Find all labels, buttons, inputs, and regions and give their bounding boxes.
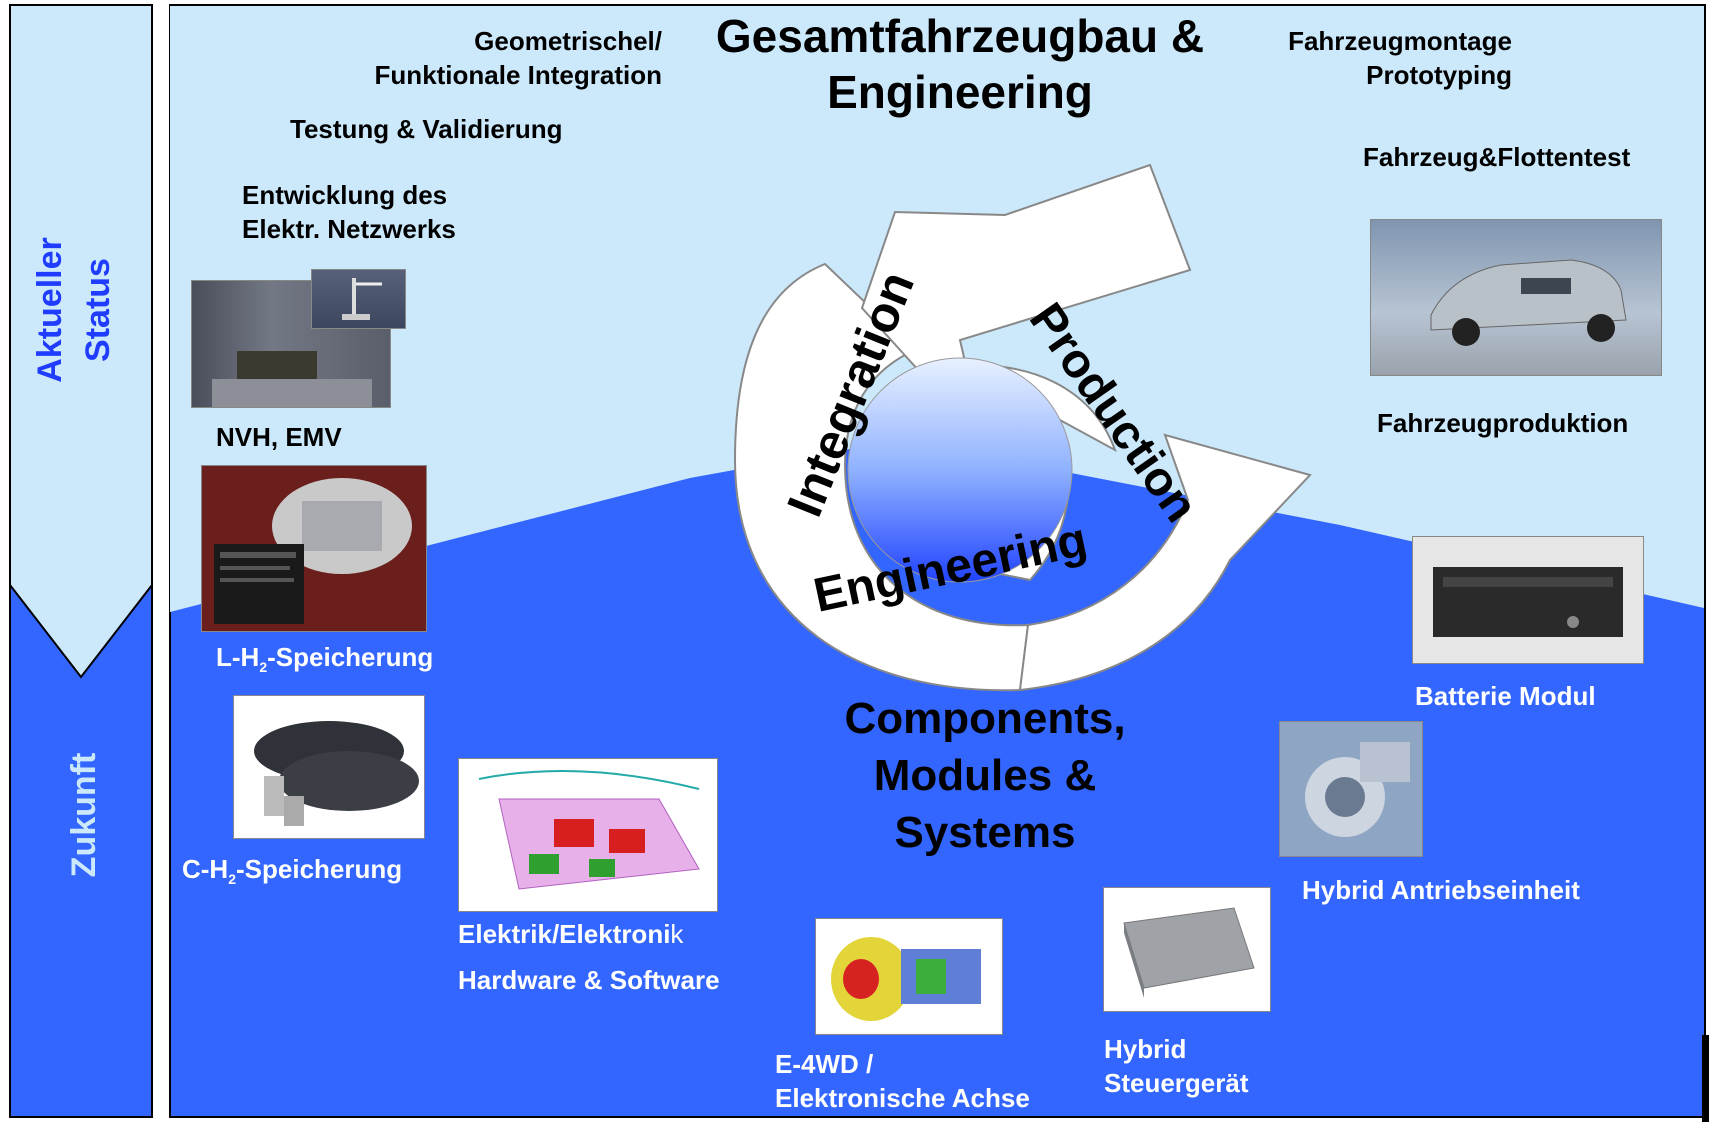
label-fleet-test: Fahrzeug&Flottentest [1363,142,1631,172]
label-e4wd: E-4WD / Elektronische Achse [775,1049,1030,1113]
label-battery: Batterie Modul [1415,681,1596,711]
battery-module-photo [1412,536,1644,664]
right-arrow [1018,433,1312,692]
label-hardware-software: Hardware & Software [458,965,720,995]
label-testing: Testung & Validierung [290,114,563,144]
cycle-core [847,357,1073,583]
label-electrics: Elektrik/Elektronik [458,919,684,949]
wiring-photo [458,758,718,912]
side-bar [0,0,160,1122]
label-hybrid-controller: Hybrid Steuergerät [1104,1034,1249,1098]
page-title: Gesamtfahrzeugbau & Engineering [715,10,1205,118]
label-network: Entwicklung des Elektr. Netzwerks [242,180,456,244]
car-photo [1370,219,1662,376]
cycle-ring [733,262,1030,692]
e4wd-axle-photo [815,918,1003,1035]
ch2-tank-photo [233,695,425,839]
lh2-tank-photo [201,465,427,632]
label-nvh: NVH, EMV [216,422,342,452]
hybrid-controller-photo [1103,887,1271,1012]
label-lh2: L-H2-Speicherung [216,642,434,676]
label-assembly: Fahrzeugmontage Prototyping [1288,26,1512,90]
label-production: Fahrzeugproduktion [1377,408,1629,438]
nvh-chamber-photo [191,280,391,408]
antenna-photo [311,269,406,329]
label-ch2: C-H2-Speicherung [182,854,403,888]
label-hybrid-drive: Hybrid Antriebseinheit [1302,875,1580,905]
hybrid-drive-photo [1279,721,1423,857]
label-geometric-integration: Geometrischel/ Funktionale Integration [374,26,662,90]
components-title: Components, Modules & Systems [844,694,1126,857]
